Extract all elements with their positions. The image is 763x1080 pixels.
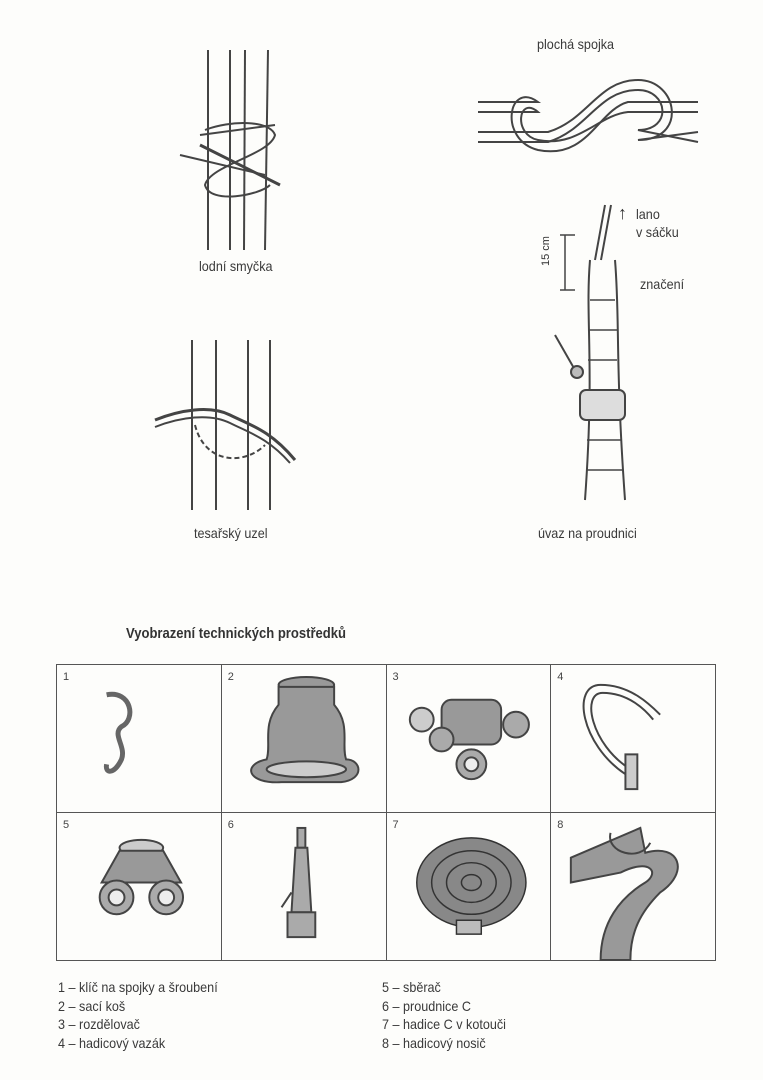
grid-cell-6: 6: [220, 812, 387, 961]
cell-number: 5: [63, 819, 70, 831]
legend-item: 1 – klíč na spojky a šroubení: [58, 979, 218, 995]
cell-number: 6: [227, 819, 234, 831]
collector-icon: [98, 838, 185, 916]
label-15cm: 15 cm: [540, 236, 552, 266]
clove-hitch-illustration: [179, 49, 281, 251]
label-lano: lano: [636, 206, 660, 222]
nozzle-icon: [280, 826, 317, 939]
legend-item: 6 – proudnice C: [382, 997, 471, 1014]
grid-cell-8: 8: [550, 812, 716, 961]
legend-item: 4 – hadicový vazák: [58, 1034, 166, 1051]
caption-placha-spojka: plochá spojka: [537, 36, 615, 52]
cell-number: 2: [227, 671, 234, 683]
timber-hitch-illustration: [154, 340, 297, 510]
legend-item: 5 – sběrač: [382, 979, 441, 995]
caption-uvaz-na-proudnici: úvaz na proudnici: [538, 525, 637, 541]
legend-item: 3 – rozdělovač: [58, 1016, 140, 1032]
legend-left: 1 – klíč na spojky a šroubení 2 – sací k…: [58, 978, 218, 1052]
hose-roll-icon: [415, 837, 527, 935]
grid-cell-4: 4: [550, 664, 716, 813]
cell-number: 7: [392, 819, 399, 831]
equipment-grid: 1 2 3 4 5 6 7 8: [56, 664, 716, 961]
arrow-up-icon: ↑: [618, 203, 627, 223]
cell-number: 8: [557, 819, 564, 831]
grid-cell-2: 2: [220, 664, 387, 813]
cell-number: 3: [392, 671, 399, 683]
section-title: Vyobrazení technických prostředků: [126, 626, 346, 642]
hose-strap-icon: [582, 683, 662, 791]
grid-cell-7: 7: [385, 812, 552, 961]
grid-cell-3: 3: [385, 664, 552, 813]
distributor-icon: [408, 698, 530, 781]
grid-cell-1: 1: [56, 664, 222, 813]
legend-item: 2 – sací koš: [58, 997, 126, 1014]
suction-basket-icon: [249, 675, 360, 784]
key-icon: [103, 691, 133, 774]
label-znaceni: značení: [640, 276, 685, 292]
legend-right: 5 – sběrač 6 – proudnice C 7 – hadice C …: [382, 978, 506, 1052]
cell-number: 4: [557, 671, 564, 683]
reef-knot-illustration: [478, 78, 699, 153]
hose-carrier-icon: [570, 826, 679, 961]
legend-item: 7 – hadice C v kotouči: [382, 1016, 506, 1032]
nozzle-tie-illustration: [554, 204, 626, 501]
caption-tesarsky-uzel: tesařský uzel: [194, 525, 268, 541]
legend-item: 8 – hadicový nosič: [382, 1034, 486, 1051]
caption-lodni-smycka: lodní smyčka: [199, 258, 273, 274]
cell-number: 1: [63, 671, 70, 683]
label-v-sacku: v sáčku: [636, 224, 679, 240]
grid-cell-5: 5: [56, 812, 222, 961]
